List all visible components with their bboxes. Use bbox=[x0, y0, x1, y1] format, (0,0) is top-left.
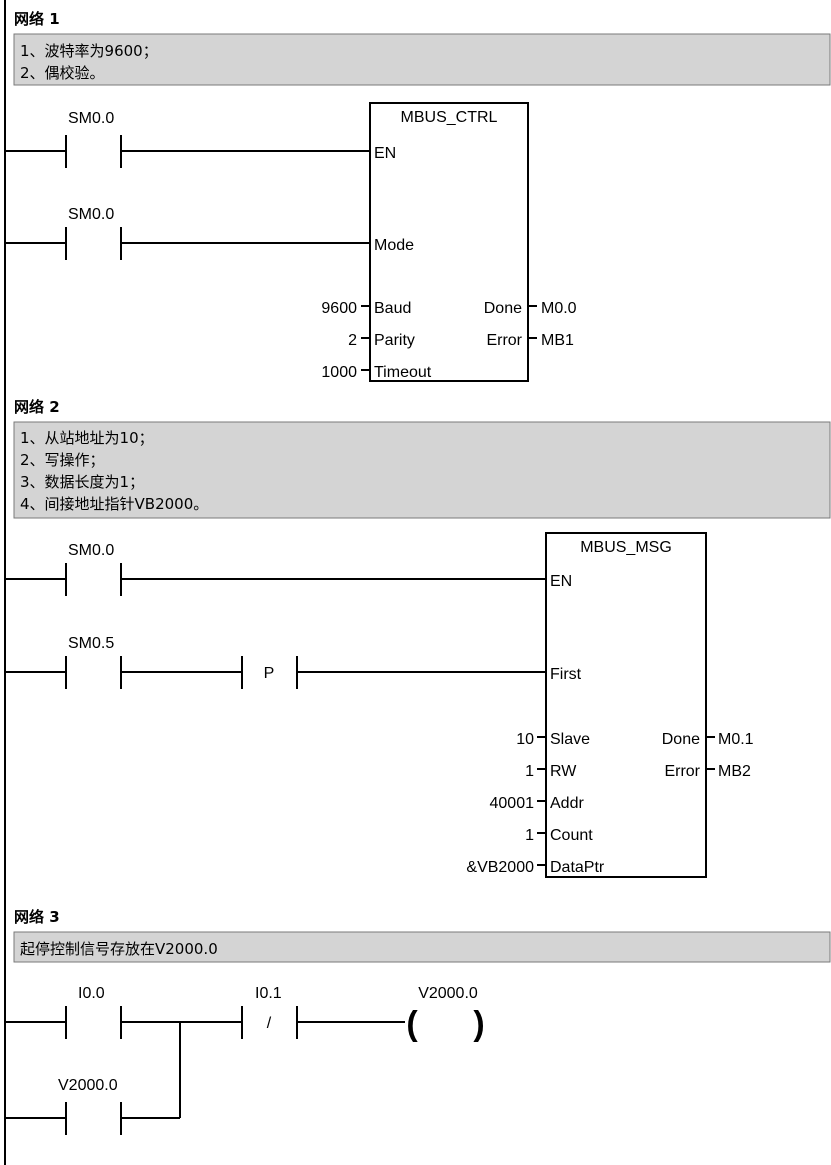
contact-i0-0-label: I0.0 bbox=[78, 985, 105, 1002]
coil-v2000-0-label: V2000.0 bbox=[418, 985, 478, 1002]
mbus-msg-pin-addr: Addr bbox=[550, 795, 584, 812]
contact-sm0-5-label: SM0.5 bbox=[68, 635, 114, 652]
mbus-msg-pin-error: Error bbox=[664, 763, 700, 780]
baud-value[interactable]: 9600 bbox=[321, 300, 357, 317]
network-2-comment-line-3: 3、数据长度为1； bbox=[20, 473, 144, 491]
contact-sm0-0-label: SM0.0 bbox=[68, 110, 114, 127]
mbus-msg-pin-en: EN bbox=[550, 573, 572, 590]
mbus-msg-pin-slave: Slave bbox=[550, 731, 590, 748]
nc-slash: / bbox=[267, 1015, 272, 1032]
addr-value[interactable]: 40001 bbox=[490, 795, 535, 812]
network-2-comment-line-1: 1、从站地址为10； bbox=[20, 429, 154, 447]
contact-i0-1-nc[interactable] bbox=[241, 1006, 405, 1039]
mbus-ctrl-pin-mode: Mode bbox=[374, 237, 414, 254]
coil-open-paren: ( bbox=[406, 1005, 418, 1043]
mbus-ctrl-block[interactable] bbox=[369, 102, 529, 382]
slave-value[interactable]: 10 bbox=[516, 731, 534, 748]
contact-sm0-0-mode[interactable] bbox=[5, 227, 370, 260]
network-1-title[interactable]: 网络 1 bbox=[14, 10, 60, 28]
contact-v2000-0[interactable] bbox=[5, 1102, 180, 1135]
contact-sm0-0-n2-label: SM0.0 bbox=[68, 542, 114, 559]
mbus-ctrl-pin-baud: Baud bbox=[374, 300, 411, 317]
parity-value[interactable]: 2 bbox=[348, 332, 357, 349]
network-1-comment-box[interactable] bbox=[13, 33, 831, 86]
network-2-comment-line-4: 4、间接地址指针VB2000。 bbox=[20, 495, 208, 513]
coil-v2000-0[interactable]: ( ) bbox=[406, 1005, 484, 1043]
positive-edge-label: P bbox=[264, 665, 275, 682]
network-3-comment-line-1: 起停控制信号存放在V2000.0 bbox=[20, 940, 218, 958]
network-2-comment-box[interactable] bbox=[13, 421, 831, 519]
contact-sm0-0[interactable] bbox=[5, 135, 370, 168]
network-2-comment-line-2: 2、写操作； bbox=[20, 451, 105, 469]
mbus-msg-pin-first: First bbox=[550, 666, 582, 683]
done-value-n2[interactable]: M0.1 bbox=[718, 731, 754, 748]
contact-i0-0[interactable] bbox=[5, 1006, 242, 1039]
error-value[interactable]: MB1 bbox=[541, 332, 574, 349]
count-value[interactable]: 1 bbox=[525, 827, 534, 844]
mbus-ctrl-pin-parity: Parity bbox=[374, 332, 415, 349]
dataptr-value[interactable]: &VB2000 bbox=[466, 859, 534, 876]
network-3-comment-box[interactable] bbox=[13, 931, 831, 963]
mbus-ctrl-pin-en: EN bbox=[374, 145, 396, 162]
contact-sm0-0-mode-label: SM0.0 bbox=[68, 206, 114, 223]
network-1-comment-line-2: 2、偶校验。 bbox=[20, 64, 105, 82]
coil-close-paren: ) bbox=[473, 1005, 484, 1043]
mbus-msg-block[interactable] bbox=[545, 532, 707, 878]
network-1-comment-line-1: 1、波特率为9600； bbox=[20, 42, 158, 60]
mbus-ctrl-pin-done: Done bbox=[484, 300, 522, 317]
contact-v2000-0-label: V2000.0 bbox=[58, 1077, 118, 1094]
mbus-msg-pin-rw: RW bbox=[550, 763, 577, 780]
mbus-ctrl-title: MBUS_CTRL bbox=[401, 109, 498, 126]
contact-i0-1-label: I0.1 bbox=[255, 985, 282, 1002]
network-2-title[interactable]: 网络 2 bbox=[14, 398, 60, 416]
error-value-n2[interactable]: MB2 bbox=[718, 763, 751, 780]
network-3-title[interactable]: 网络 3 bbox=[14, 908, 60, 926]
contact-sm0-5[interactable] bbox=[5, 656, 242, 689]
mbus-msg-title: MBUS_MSG bbox=[580, 539, 672, 556]
mbus-msg-pin-dataptr: DataPtr bbox=[550, 859, 605, 876]
mbus-msg-pin-count: Count bbox=[550, 827, 593, 844]
done-value[interactable]: M0.0 bbox=[541, 300, 577, 317]
mbus-ctrl-pin-error: Error bbox=[486, 332, 522, 349]
mbus-ctrl-pin-timeout: Timeout bbox=[374, 364, 432, 381]
rw-value[interactable]: 1 bbox=[525, 763, 534, 780]
mbus-msg-pin-done: Done bbox=[662, 731, 700, 748]
timeout-value[interactable]: 1000 bbox=[321, 364, 357, 381]
positive-edge-contact[interactable] bbox=[241, 656, 546, 689]
contact-sm0-0-n2[interactable] bbox=[5, 563, 546, 596]
